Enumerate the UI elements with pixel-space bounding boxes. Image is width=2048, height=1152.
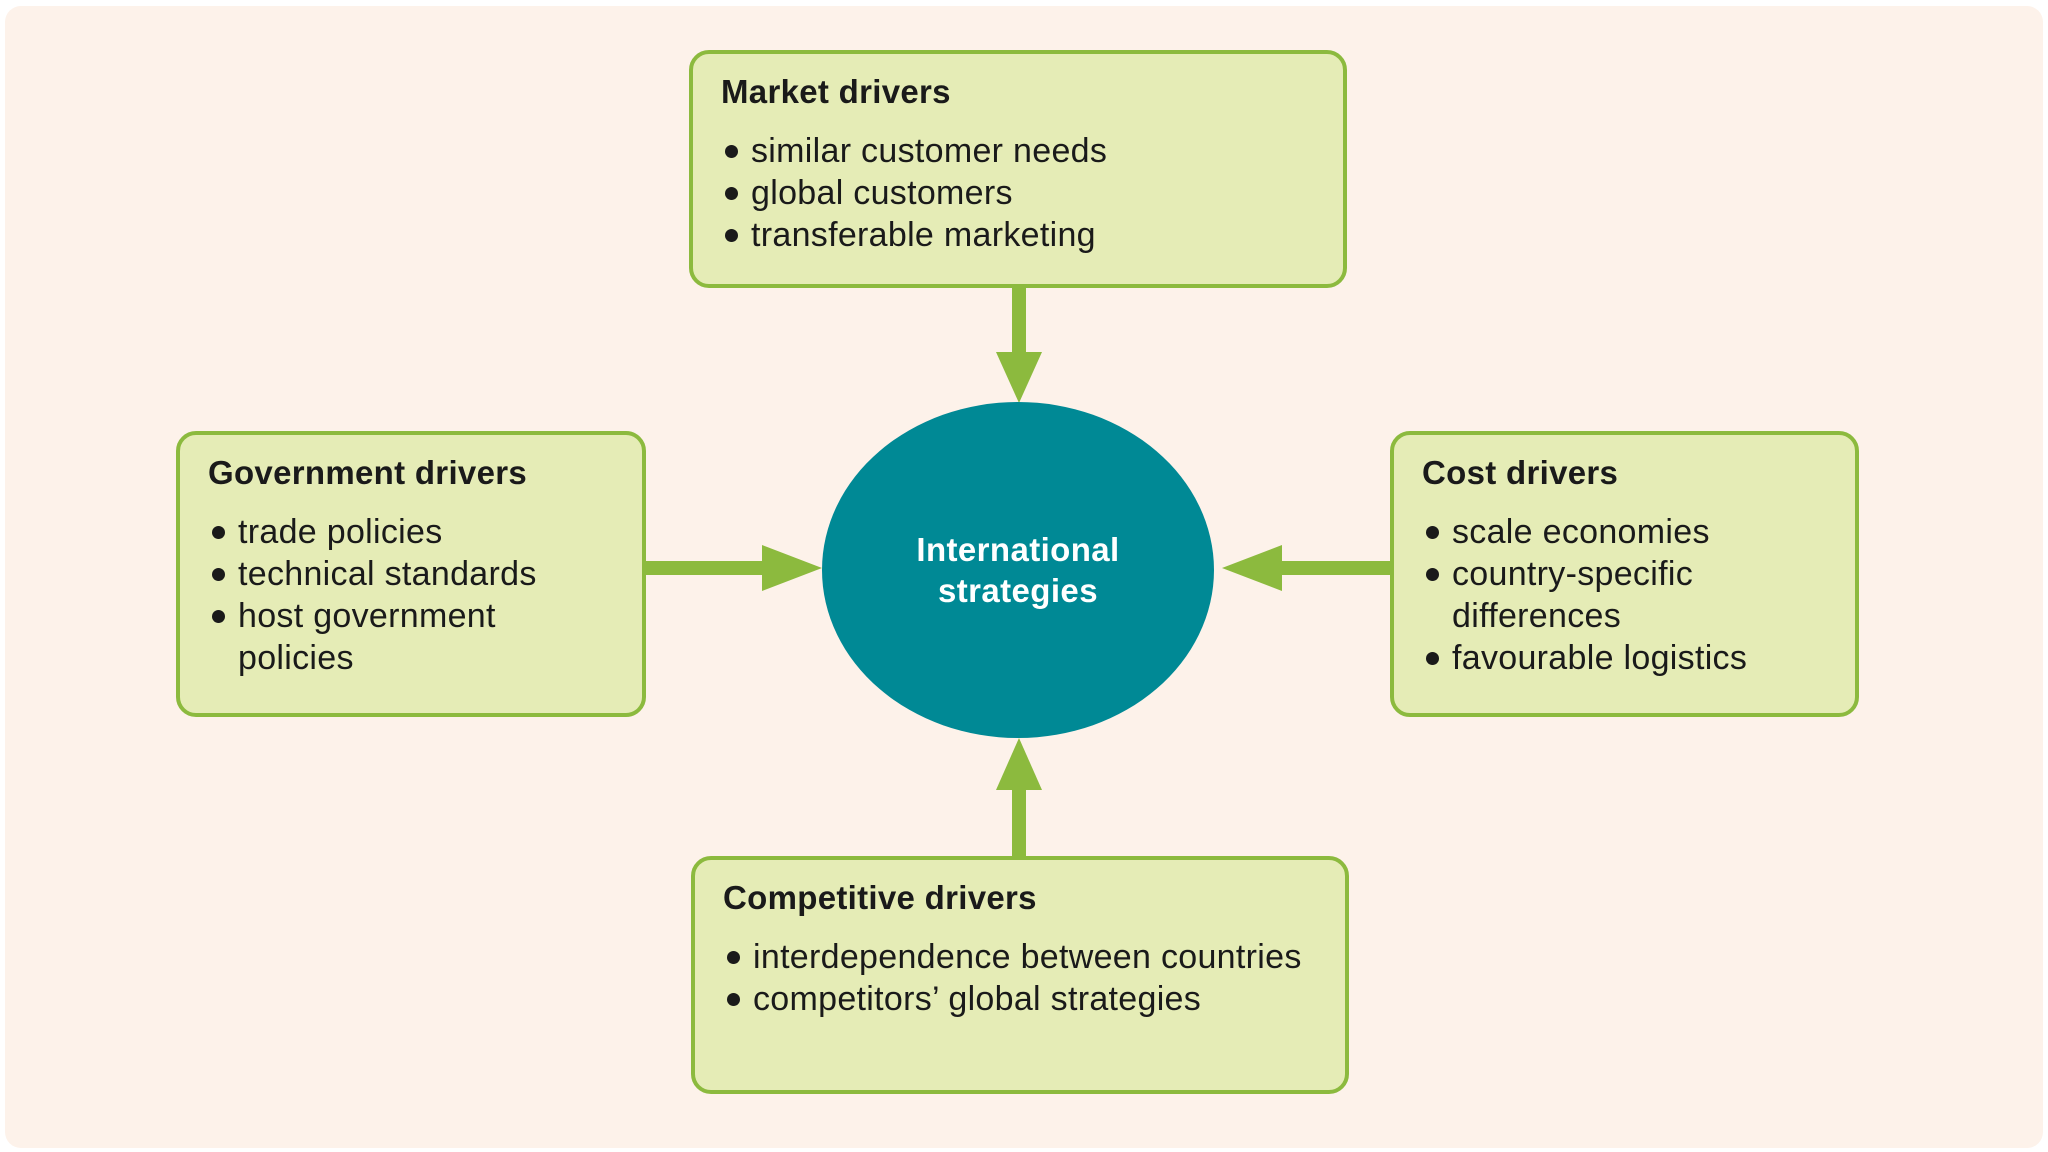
market-driver-item: global customers	[721, 172, 1317, 214]
center-node	[822, 402, 1214, 738]
market-drivers-list: similar customer needs global customers …	[721, 130, 1317, 256]
competitive-drivers-title: Competitive drivers	[723, 879, 1037, 916]
government-driver-item: technical standards	[208, 553, 616, 595]
competitive-drivers-box: Competitive drivers interdependence betw…	[691, 856, 1349, 1094]
center-node-label: International strategies	[916, 531, 1120, 609]
market-drivers-box: Market drivers similar customer needs gl…	[689, 50, 1347, 288]
arrow-cost-to-center	[1222, 545, 1390, 591]
cost-drivers-list: scale economies country-specific differe…	[1422, 511, 1829, 679]
government-driver-item: trade policies	[208, 511, 616, 553]
arrow-market-to-center	[996, 288, 1042, 403]
government-drivers-list: trade policies technical standards host …	[208, 511, 616, 679]
market-driver-item: similar customer needs	[721, 130, 1317, 172]
market-drivers-title: Market drivers	[721, 73, 951, 110]
cost-drivers-box: Cost drivers scale economies country-spe…	[1390, 431, 1859, 717]
cost-driver-item: country-specific differences	[1422, 553, 1829, 637]
competitive-drivers-list: interdependence between countries compet…	[723, 936, 1319, 1020]
arrow-competitive-to-center	[996, 738, 1042, 856]
government-drivers-box: Government drivers trade policies techni…	[176, 431, 646, 717]
cost-driver-item: favourable logistics	[1422, 637, 1829, 679]
government-drivers-title: Government drivers	[208, 454, 528, 491]
arrow-government-to-center	[646, 545, 822, 591]
competitive-driver-item: competitors’ global strategies	[723, 978, 1319, 1020]
government-driver-item: host government policies	[208, 595, 616, 679]
competitive-driver-item: interdependence between countries	[723, 936, 1319, 978]
cost-drivers-title: Cost drivers	[1422, 454, 1619, 491]
cost-driver-item: scale economies	[1422, 511, 1829, 553]
market-driver-item: transferable marketing	[721, 214, 1317, 256]
